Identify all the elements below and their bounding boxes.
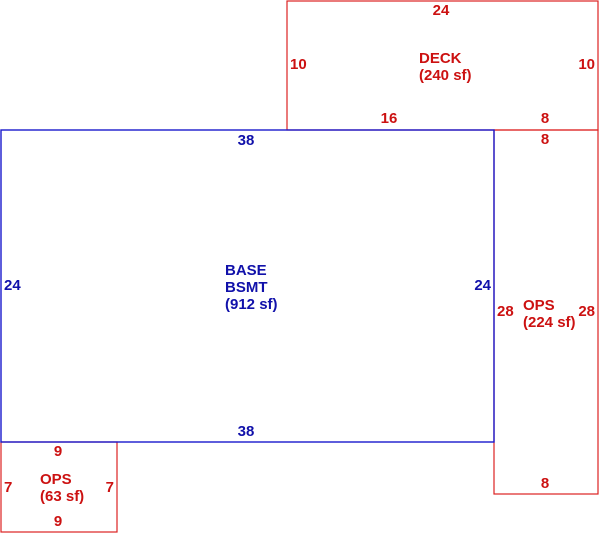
ops-small-area-sf: (63 sf) (40, 488, 84, 505)
deck-area-sf: (240 sf) (419, 67, 472, 84)
ops-small-area: 9 7 7 9 OPS (63 sf) (0, 441, 118, 533)
deck-dim-right: 10 (578, 56, 595, 73)
ops-small-dim-right: 7 (106, 479, 114, 496)
deck-area: 24 10 10 16 8 DECK (240 sf) (286, 0, 599, 131)
base-dim-left: 24 (4, 277, 21, 294)
base-bsmt-area: 38 38 24 24 BASE BSMT (912 sf) (0, 129, 495, 443)
ops-small-dim-top: 9 (54, 443, 62, 460)
ops-small-dim-left: 7 (4, 479, 12, 496)
base-name-2: BSMT (225, 279, 268, 296)
ops-right-name: OPS (523, 297, 555, 314)
ops-small-dim-bottom: 9 (54, 513, 62, 530)
base-dim-top: 38 (238, 132, 255, 149)
base-bsmt-outline (0, 129, 495, 443)
deck-dim-top: 24 (433, 2, 450, 19)
base-area-sf: (912 sf) (225, 296, 278, 313)
base-name: BASE (225, 262, 267, 279)
ops-right-area: 8 28 28 8 OPS (224 sf) (493, 129, 599, 495)
deck-dim-left: 10 (290, 56, 307, 73)
base-dim-right: 24 (474, 277, 491, 294)
ops-right-dim-top: 8 (541, 131, 549, 148)
ops-right-dim-right: 28 (578, 303, 595, 320)
ops-small-name: OPS (40, 471, 72, 488)
deck-name: DECK (419, 50, 462, 67)
ops-right-dim-bottom: 8 (541, 475, 549, 492)
base-dim-bottom: 38 (238, 423, 255, 440)
ops-right-area-sf: (224 sf) (523, 314, 576, 331)
deck-dim-bottom-left: 16 (381, 110, 398, 127)
ops-right-dim-left: 28 (497, 303, 514, 320)
deck-dim-bottom-right: 8 (541, 110, 549, 127)
